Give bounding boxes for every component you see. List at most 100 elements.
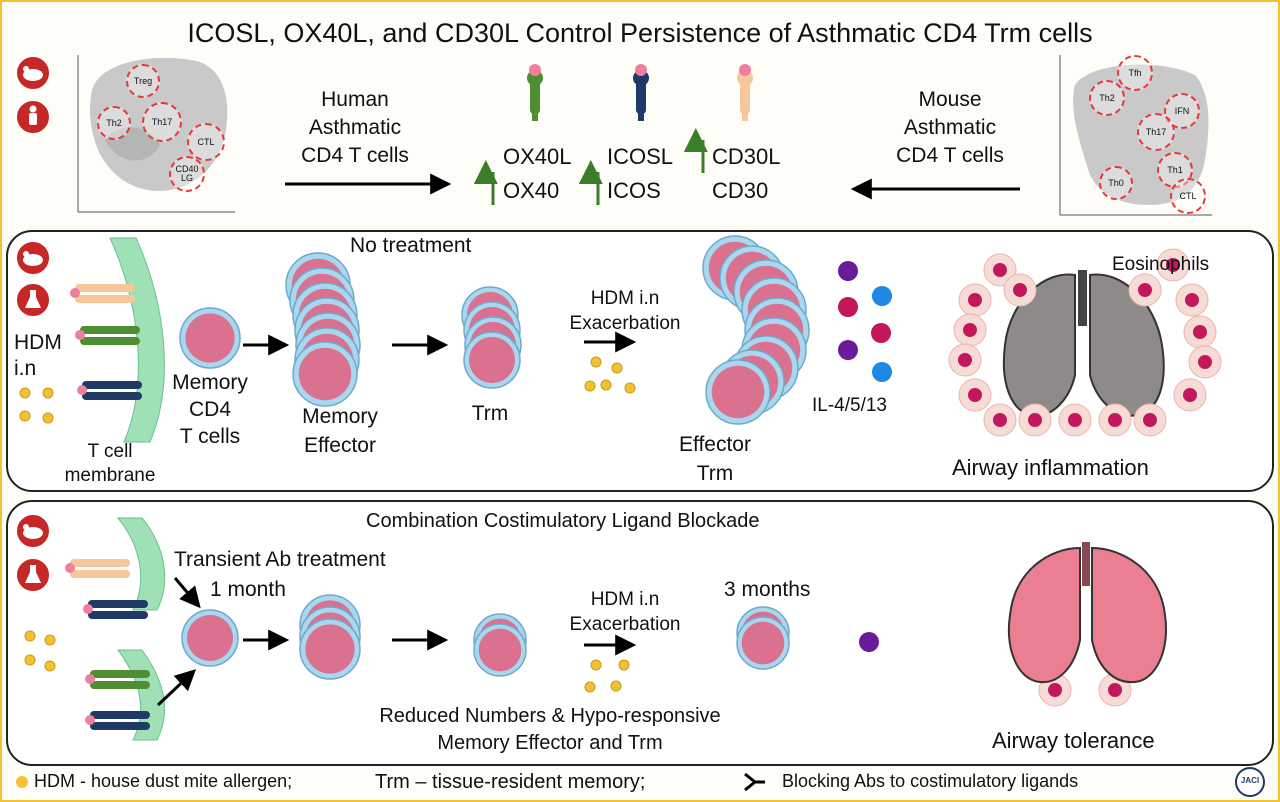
trm-stack-p2-cell bbox=[473, 623, 527, 677]
memory-cell-p2 bbox=[181, 609, 239, 667]
exacerbation-label-p2: HDM i.n Exacerbation bbox=[569, 589, 681, 635]
hdm-dot bbox=[590, 659, 602, 671]
eosinophil bbox=[1018, 403, 1052, 437]
trm-stack-p2 bbox=[473, 613, 527, 677]
umap-cluster-label: Treg bbox=[126, 64, 160, 98]
memory-effector-stack-p2-cell bbox=[299, 618, 361, 680]
cytokine-label: IL-4/5/13 bbox=[812, 395, 887, 416]
eosinophil bbox=[1175, 283, 1209, 317]
cd30-receptor-p2 bbox=[65, 559, 130, 578]
hdm-dot bbox=[624, 382, 636, 394]
trm-stack-cell bbox=[463, 331, 521, 389]
umap-cluster-label: Th2 bbox=[1089, 80, 1125, 116]
hdm-definition: HDM - house dust mite allergen; bbox=[34, 771, 293, 791]
cytokine-particle bbox=[872, 362, 892, 382]
trm-definition: Trm – tissue-resident memory; bbox=[375, 771, 646, 793]
ab-to-memory-arrow-lower bbox=[156, 669, 197, 707]
panel2-heading: Combination Costimulatory Ligand Blockad… bbox=[366, 510, 760, 532]
eosinophil bbox=[948, 343, 982, 377]
mouse-icon-panel1 bbox=[15, 240, 51, 276]
effector-trm-stack bbox=[702, 235, 810, 425]
cytokine-particles bbox=[838, 261, 892, 652]
hdm-dot bbox=[24, 654, 36, 666]
eosinophils-label: Eosinophils bbox=[1112, 254, 1210, 275]
hdm-dot bbox=[44, 634, 56, 646]
hdm-dot bbox=[44, 660, 56, 672]
umap-cluster-label: CTL bbox=[1170, 178, 1206, 214]
mouse-asthmatic-label: Mouse Asthmatic CD4 T cells bbox=[896, 88, 1004, 167]
cd30-receptor-p1 bbox=[70, 284, 135, 303]
umap-cluster-label: Th17 bbox=[142, 102, 182, 142]
blocking-ab-legend-icon bbox=[744, 772, 765, 792]
receptor-cd30: CD30 bbox=[712, 178, 769, 203]
eosinophil bbox=[1156, 248, 1190, 282]
hdm-dot bbox=[584, 681, 596, 693]
hdm-dot bbox=[600, 379, 612, 391]
ligand-icosl: ICOSL bbox=[607, 144, 674, 169]
memory-cd4-label: Memory CD4 T cells bbox=[172, 371, 248, 448]
eosinophil bbox=[983, 403, 1017, 437]
memory-cd4-cell bbox=[179, 307, 241, 369]
icos-receptor-p2b bbox=[85, 711, 150, 730]
airway-tolerance-label: Airway tolerance bbox=[992, 728, 1155, 753]
umap-cluster-label: Th2 bbox=[97, 106, 131, 140]
eosinophil bbox=[1173, 378, 1207, 412]
cell-stacks-panel1 bbox=[179, 235, 810, 425]
ligand-cd30l: CD30L bbox=[712, 144, 781, 169]
receptor-ox40: OX40 bbox=[503, 178, 560, 203]
icos-receptor-p2 bbox=[83, 600, 148, 619]
eosinophil bbox=[983, 253, 1017, 287]
t-cell-membrane-panel2-lower bbox=[117, 649, 166, 741]
t-cell-membrane-panel2-upper bbox=[116, 517, 166, 611]
eosinophil bbox=[1058, 403, 1092, 437]
hdm-dot bbox=[610, 680, 622, 692]
umap-cluster-label: CTL bbox=[187, 123, 225, 161]
effector-trm-label: Effector Trm bbox=[679, 433, 751, 485]
umap-cluster-label: Tfh bbox=[1117, 55, 1153, 91]
membrane-receptors-panel1 bbox=[70, 284, 142, 400]
eosinophil bbox=[1098, 403, 1132, 437]
hdm-dot bbox=[611, 362, 623, 374]
human-asthmatic-label: Human Asthmatic CD4 T cells bbox=[301, 88, 409, 167]
memory-effector-stack-cell bbox=[292, 341, 358, 407]
blocking-ab-definition: Blocking Abs to costimulatory ligands bbox=[782, 771, 1079, 791]
umap-cluster-label: Th0 bbox=[1099, 166, 1133, 200]
cytokine-particle bbox=[838, 340, 858, 360]
cytokine-particle bbox=[838, 297, 858, 317]
umap-cluster-label: CD40 LG bbox=[169, 156, 205, 192]
exacerbation-label-p1: HDM i.n Exacerbation bbox=[569, 288, 681, 334]
ligand-ox40l: OX40L bbox=[503, 144, 572, 169]
panel1-membrane-label: T cell membrane bbox=[64, 441, 156, 486]
three-months-label: 3 months bbox=[724, 578, 811, 601]
eosinophil bbox=[958, 283, 992, 317]
eosinophil-cells bbox=[948, 248, 1222, 707]
hdm-dot bbox=[42, 412, 54, 424]
icosl-receptor-glyph bbox=[633, 64, 649, 121]
cytokine-particle bbox=[838, 261, 858, 281]
hdm-legend-dot bbox=[16, 776, 28, 788]
hdm-allergen-dots bbox=[19, 356, 636, 693]
reduced-numbers-label: Reduced Numbers & Hypo-responsive Memory… bbox=[379, 705, 721, 754]
icos-receptor-p1 bbox=[77, 381, 142, 400]
memory-effector-stack-p2 bbox=[299, 594, 361, 680]
membrane-receptors-panel2 bbox=[65, 559, 150, 730]
receptor-icos: ICOS bbox=[607, 178, 661, 203]
trm-stack bbox=[461, 286, 522, 389]
trm-3m-stack bbox=[736, 606, 790, 670]
cytokine-particle bbox=[859, 632, 879, 652]
effector-trm-stack-cell bbox=[705, 359, 771, 425]
hdm-dot bbox=[24, 630, 36, 642]
eosinophil bbox=[1133, 403, 1167, 437]
jaci-logo bbox=[1235, 767, 1265, 797]
ab-to-memory-arrow-upper bbox=[173, 577, 201, 609]
figure-title: ICOSL, OX40L, and CD30L Control Persiste… bbox=[187, 18, 1093, 48]
ox40-receptor-p1 bbox=[75, 326, 140, 345]
eosinophil bbox=[1183, 315, 1217, 349]
hdm-dot bbox=[590, 356, 602, 368]
human-icon bbox=[15, 99, 51, 135]
panel1-hdm-label: HDM i.n bbox=[14, 331, 62, 380]
eosinophil bbox=[953, 313, 987, 347]
hdm-dot bbox=[618, 659, 630, 671]
mouse-icon-top bbox=[15, 55, 51, 91]
hdm-dot bbox=[19, 387, 31, 399]
